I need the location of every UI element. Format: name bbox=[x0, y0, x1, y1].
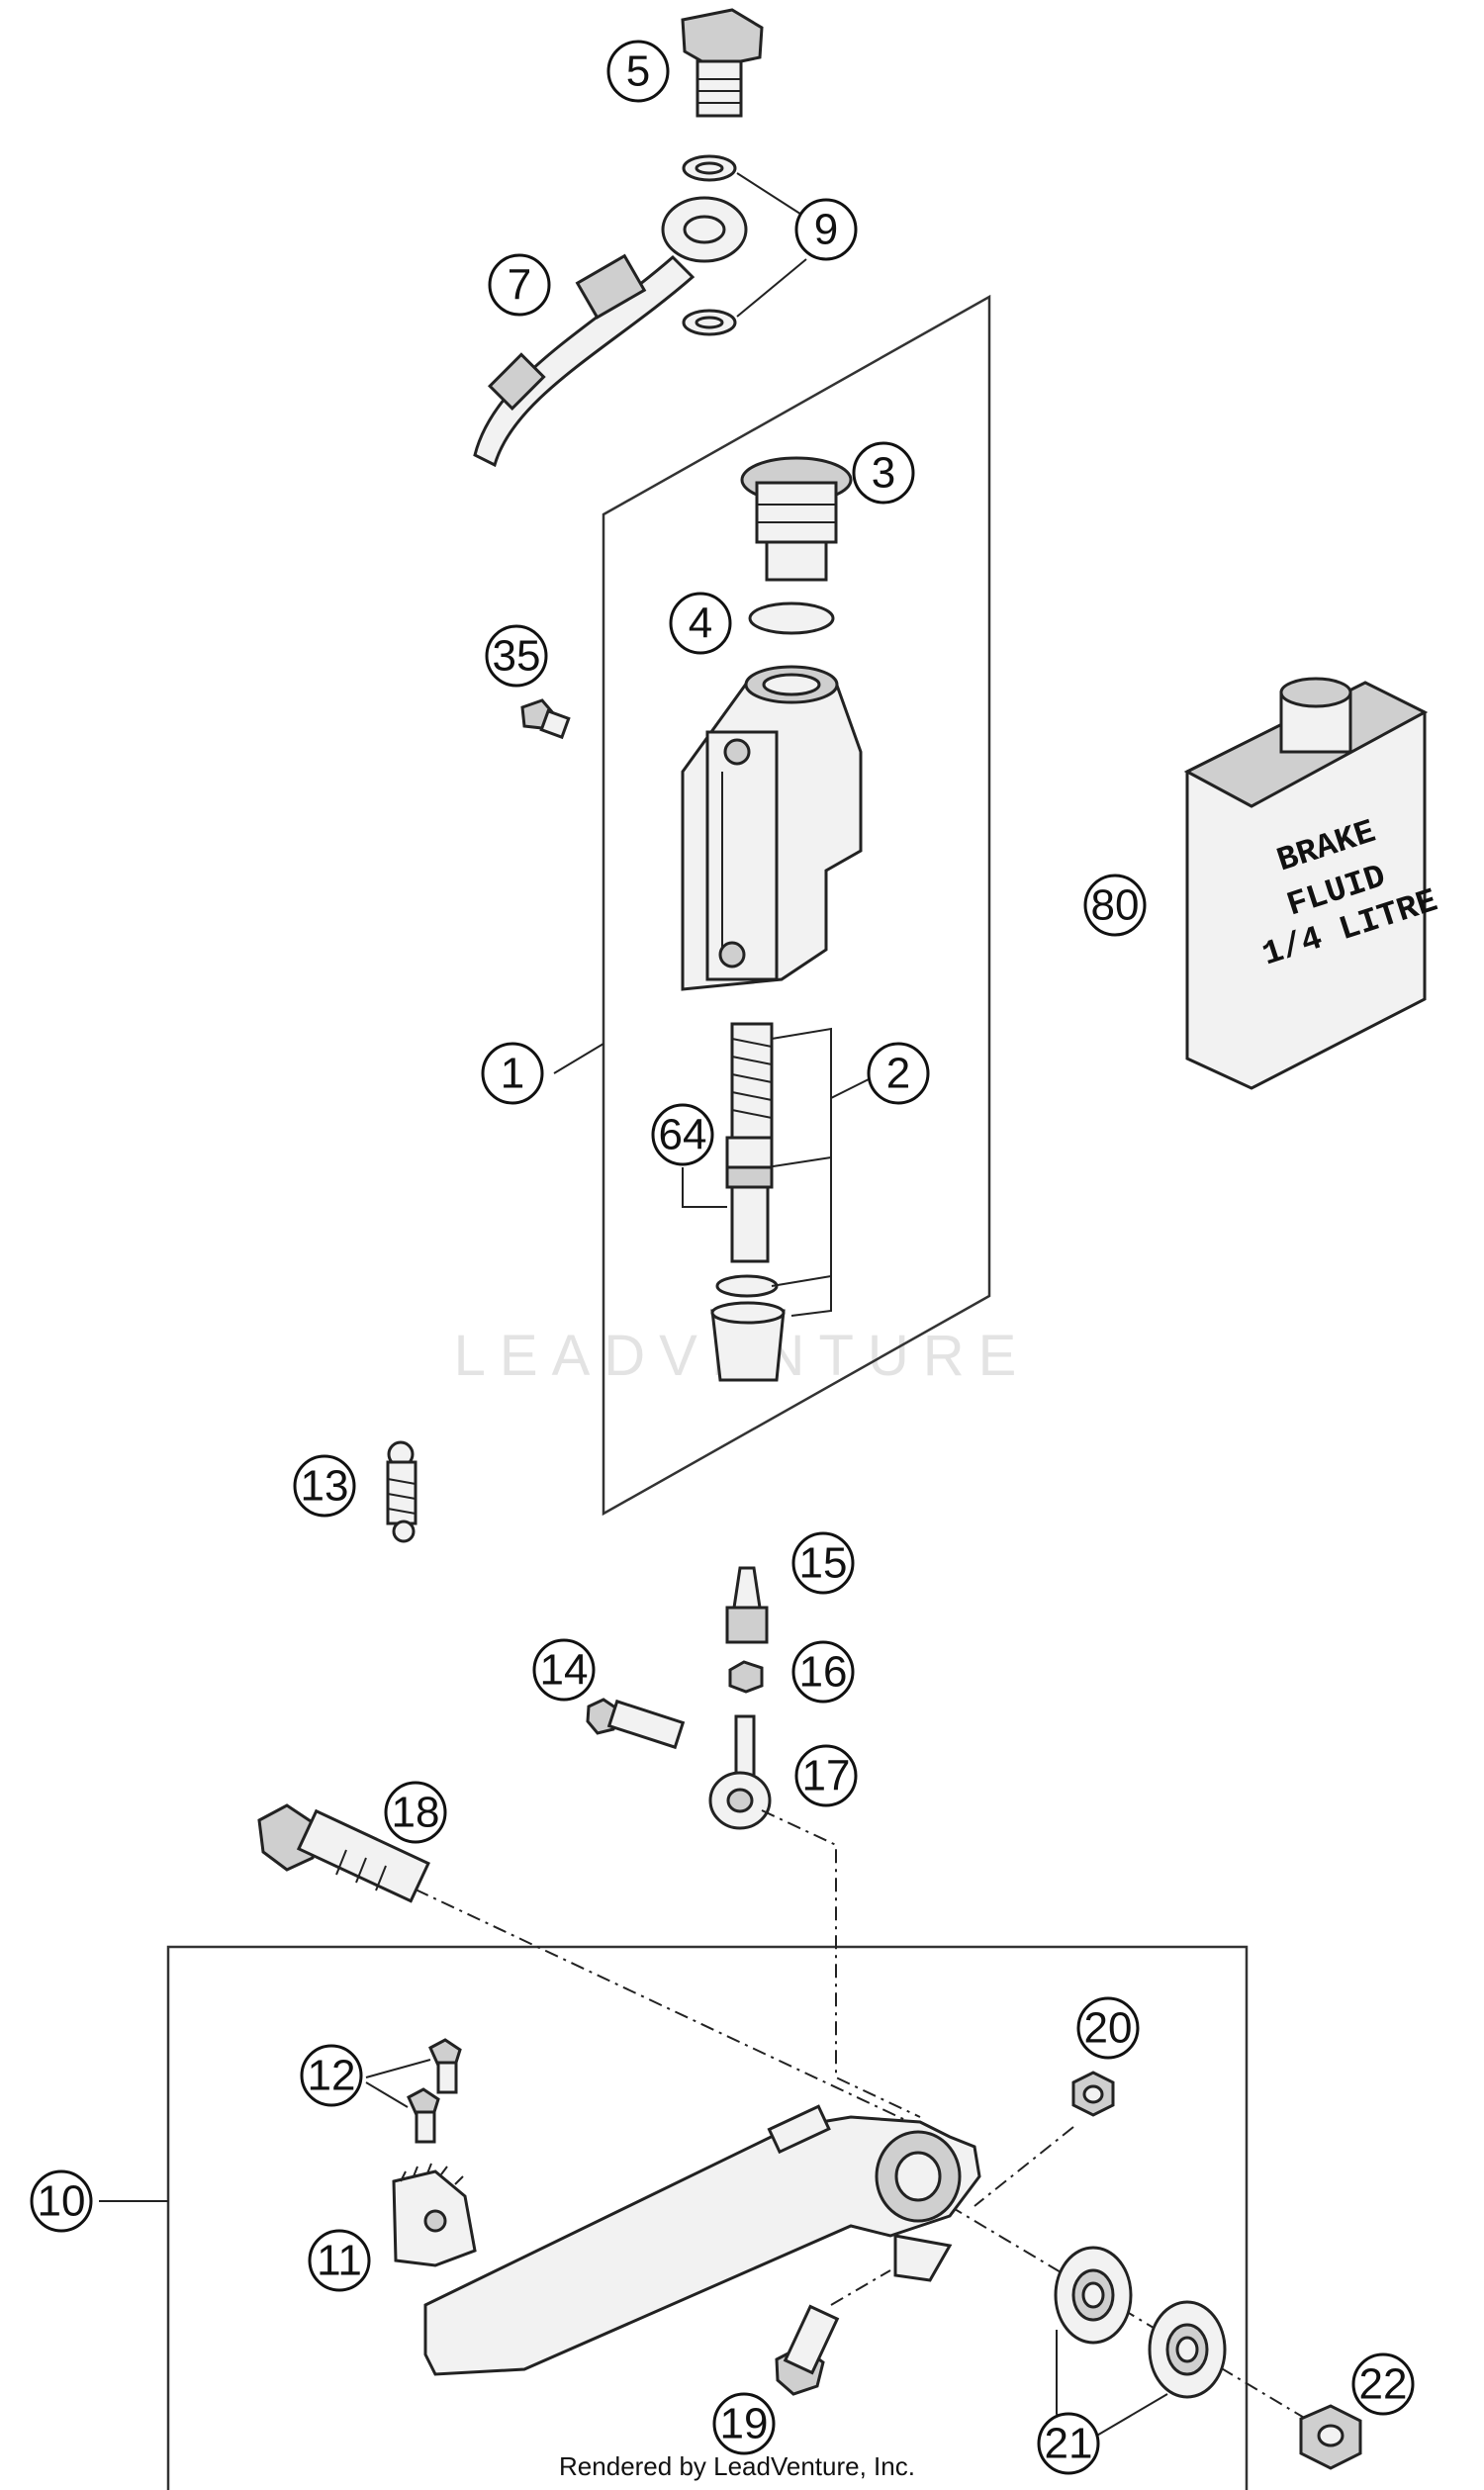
svg-text:1: 1 bbox=[501, 1050, 524, 1098]
callout-11: 11 bbox=[308, 2229, 371, 2292]
assembly-line-17 bbox=[761, 1809, 921, 2118]
circlip-part bbox=[715, 1274, 779, 1298]
brake-pedal-frame bbox=[166, 1945, 1249, 2490]
callout-4: 4 bbox=[669, 592, 732, 655]
svg-text:21: 21 bbox=[1045, 2420, 1093, 2468]
callout-16: 16 bbox=[791, 1640, 855, 1704]
assembly-line-20 bbox=[974, 2126, 1074, 2207]
svg-text:64: 64 bbox=[659, 1111, 707, 1159]
svg-text:17: 17 bbox=[802, 1752, 851, 1800]
pivot-bolt-part bbox=[586, 1698, 686, 1750]
svg-text:2: 2 bbox=[886, 1050, 910, 1098]
callout-2: 2 bbox=[867, 1042, 930, 1105]
step-screw-lower-part bbox=[407, 2087, 440, 2144]
svg-text:80: 80 bbox=[1091, 881, 1140, 930]
callout-18: 18 bbox=[384, 1781, 447, 1844]
pedal-step-part bbox=[392, 2163, 477, 2267]
sealing-washer-lower-part bbox=[682, 309, 737, 336]
spring-part bbox=[730, 1022, 774, 1140]
brake-hose-part bbox=[473, 196, 748, 468]
svg-text:13: 13 bbox=[301, 1462, 349, 1511]
callout-80: 80 bbox=[1083, 874, 1147, 937]
adjuster-banjo-part bbox=[708, 1714, 772, 1830]
svg-text:20: 20 bbox=[1084, 2004, 1133, 2053]
svg-text:22: 22 bbox=[1359, 2360, 1408, 2409]
screw-part bbox=[520, 698, 571, 740]
callout-10: 10 bbox=[30, 2169, 93, 2233]
lower-bolt-part bbox=[775, 2304, 840, 2396]
svg-text:18: 18 bbox=[392, 1789, 440, 1837]
svg-text:5: 5 bbox=[626, 47, 650, 96]
master-cylinder-frame bbox=[602, 294, 991, 1517]
o-ring-part bbox=[748, 601, 835, 635]
pedal-bolt-part bbox=[257, 1803, 430, 1903]
brake-pedal-part bbox=[423, 2104, 981, 2376]
svg-text:19: 19 bbox=[720, 2400, 769, 2448]
svg-text:12: 12 bbox=[308, 2052, 356, 2100]
callout-13: 13 bbox=[293, 1454, 356, 1518]
piston-part bbox=[725, 1136, 774, 1263]
banjo-bolt-part bbox=[681, 8, 764, 118]
callout-20: 20 bbox=[1076, 1996, 1140, 2060]
step-screw-upper-part bbox=[428, 2038, 462, 2094]
callout-14: 14 bbox=[532, 1638, 596, 1702]
brake-fluid-can-part: BRAKE FLUID 1/4 LITRE bbox=[1183, 677, 1442, 1090]
assembly-line-19 bbox=[830, 2269, 891, 2306]
leader-64 bbox=[682, 1167, 727, 1208]
callout-7: 7 bbox=[488, 253, 551, 317]
callout-21: 21 bbox=[1037, 2412, 1100, 2475]
svg-text:4: 4 bbox=[689, 599, 712, 648]
svg-text:14: 14 bbox=[540, 1646, 589, 1695]
dust-boot-part bbox=[710, 1301, 786, 1382]
axle-nut-part bbox=[1071, 2071, 1115, 2117]
svg-text:15: 15 bbox=[799, 1539, 848, 1588]
assembly-line-18 bbox=[415, 1889, 921, 2128]
callout-3: 3 bbox=[852, 441, 915, 505]
svg-text:16: 16 bbox=[799, 1648, 848, 1697]
leader-1 bbox=[553, 1043, 604, 1074]
footer-credit: Rendered by LeadVenture, Inc. bbox=[559, 2451, 915, 2481]
nut-part bbox=[728, 1660, 764, 1694]
svg-text:10: 10 bbox=[38, 2177, 86, 2226]
callout-64: 64 bbox=[651, 1103, 714, 1166]
svg-text:9: 9 bbox=[814, 206, 838, 254]
bearing-left-part bbox=[1054, 2246, 1133, 2345]
callout-1: 1 bbox=[481, 1042, 544, 1105]
bearing-right-part bbox=[1148, 2300, 1227, 2399]
callout-15: 15 bbox=[791, 1531, 855, 1595]
svg-text:3: 3 bbox=[872, 449, 895, 498]
leader-12 bbox=[365, 2059, 431, 2108]
return-spring-part bbox=[386, 1440, 417, 1543]
callout-9: 9 bbox=[794, 198, 858, 261]
leader-2 bbox=[771, 1027, 832, 1317]
callout-17: 17 bbox=[794, 1744, 858, 1807]
callout-12: 12 bbox=[300, 2044, 363, 2107]
leader-9 bbox=[736, 172, 807, 318]
reservoir-cap-part bbox=[740, 456, 853, 582]
master-cylinder-part bbox=[681, 665, 863, 991]
sealing-washer-upper-part bbox=[682, 154, 737, 182]
svg-text:7: 7 bbox=[508, 261, 531, 310]
callout-5: 5 bbox=[606, 40, 670, 103]
callout-22: 22 bbox=[1351, 2352, 1415, 2416]
bleeder-valve-part bbox=[725, 1566, 769, 1644]
svg-text:35: 35 bbox=[493, 632, 541, 681]
end-nut-part bbox=[1299, 2404, 1362, 2470]
callout-19: 19 bbox=[712, 2392, 776, 2455]
svg-text:11: 11 bbox=[317, 2237, 362, 2285]
callout-35: 35 bbox=[485, 624, 548, 688]
